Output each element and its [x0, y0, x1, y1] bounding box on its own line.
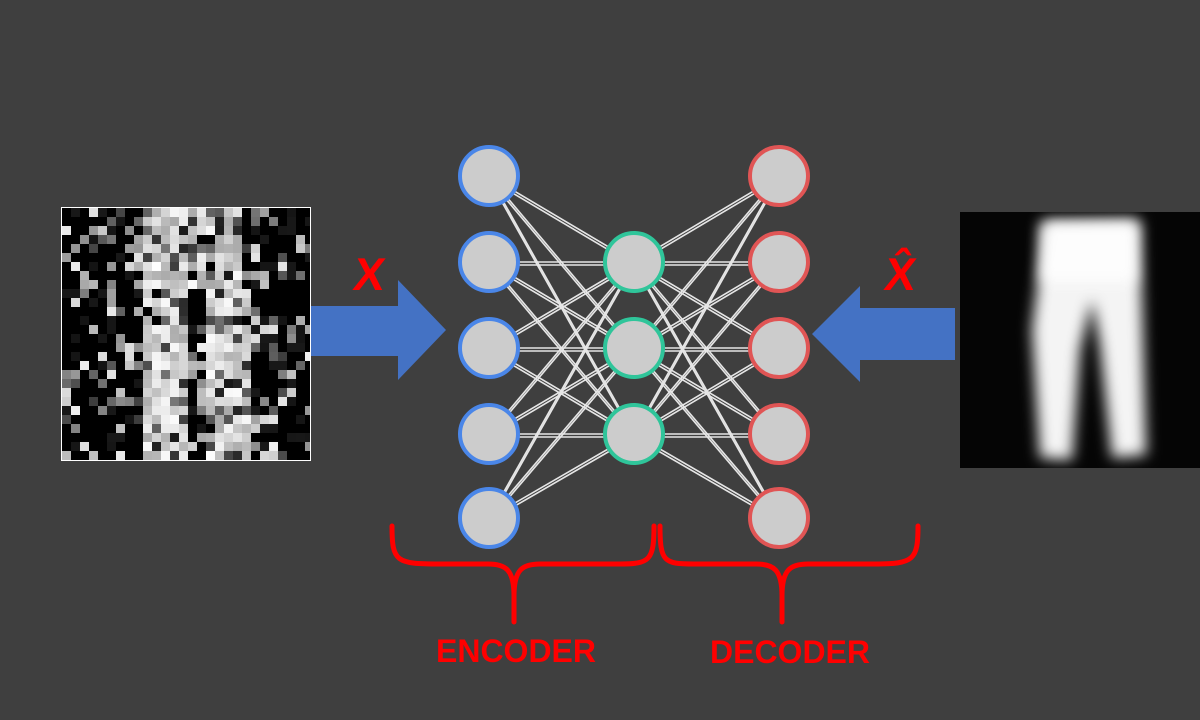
connection-line	[488, 261, 635, 435]
code-node-2	[603, 317, 665, 379]
connection-line	[633, 261, 780, 519]
connection-line	[633, 175, 780, 435]
connection-line	[633, 175, 780, 349]
output-symbol: X̂	[882, 247, 920, 300]
encoder-brace	[389, 523, 657, 625]
decoder-label: DECODER	[710, 634, 870, 670]
connection-line	[633, 178, 780, 438]
input-node-2	[458, 231, 520, 293]
input-node-4	[458, 403, 520, 465]
input-node-5	[458, 487, 520, 549]
decoder-brace	[657, 523, 921, 625]
output-arrow	[812, 286, 955, 382]
reconstructed-output-image	[960, 212, 1200, 468]
connection-line	[488, 350, 635, 522]
input-arrow	[311, 280, 446, 380]
output-node-5	[748, 487, 810, 549]
connection-line	[633, 350, 780, 522]
code-node-1	[603, 231, 665, 293]
connection-line	[488, 264, 635, 438]
connection-line	[633, 264, 780, 438]
input-node-1	[458, 145, 520, 207]
connection-line	[633, 347, 780, 519]
connection-line	[488, 347, 635, 519]
input-node-3	[458, 317, 520, 379]
noisy-input-image	[61, 207, 311, 461]
output-node-1	[748, 145, 810, 207]
connection-line	[488, 261, 635, 519]
encoder-label: ENCODER	[436, 633, 596, 669]
connection-line	[633, 178, 780, 352]
code-node-3	[603, 403, 665, 465]
network-nodes	[458, 145, 810, 549]
connection-line	[633, 261, 780, 435]
connection-line	[488, 264, 635, 522]
output-node-2	[748, 231, 810, 293]
output-node-4	[748, 403, 810, 465]
connection-line	[633, 264, 780, 522]
output-node-3	[748, 317, 810, 379]
input-symbol: X	[351, 248, 389, 300]
